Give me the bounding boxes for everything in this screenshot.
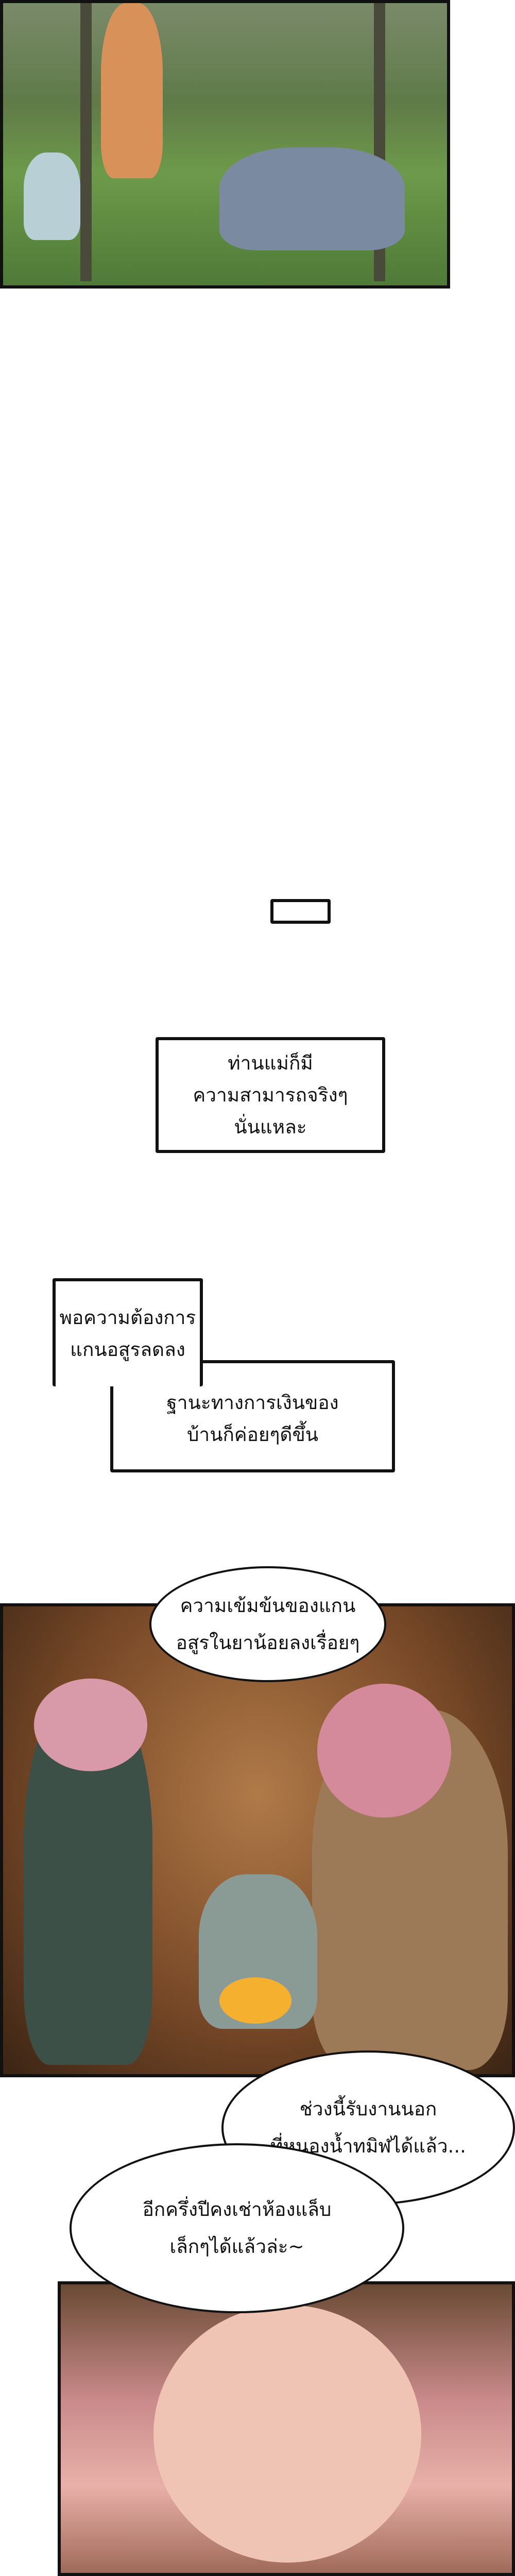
- playground-swing-panel: [0, 0, 450, 289]
- speech-bubble-concentration: ความเข้มข้นของแกน อสูรในยาน้อยลงเรื่อยๆ: [149, 1566, 386, 1682]
- caption-line: แกนอสูรลดลง: [70, 1338, 185, 1361]
- fallen-child-figure: [219, 147, 405, 250]
- caption-line: ความสามารถจริงๆ: [193, 1083, 348, 1106]
- caption-line: พอความต้องการ: [59, 1307, 196, 1329]
- speech-line: ช่วงนี้รับงานนอก: [299, 2098, 437, 2120]
- kitchen-panel: [0, 1603, 515, 2077]
- mother-closeup-panel: [58, 2281, 515, 2576]
- boy-hair: [34, 1679, 147, 1771]
- caption-line: บ้านก็ค่อยๆดีขึ้น: [186, 1423, 319, 1446]
- caption-line: นั่นแหละ: [234, 1115, 307, 1138]
- child-figure: [101, 3, 163, 178]
- speech-bubble-rent-lab: อีกครึ่งปีคงเช่าห้องแล็บ เล็กๆได้แล้วล่ะ…: [70, 2143, 404, 2313]
- caption-line: ท่านแม่ก็มี: [228, 1052, 313, 1074]
- caption-mother-ability: ท่านแม่ก็มี ความสามารถจริงๆ นั่นแหละ: [156, 1037, 385, 1153]
- mother-hair: [317, 1684, 451, 1818]
- caption-demand-down: พอความต้องการ แกนอสูรลดลง: [53, 1278, 203, 1386]
- speech-line: เล็กๆได้แล้วล่ะ~: [169, 2235, 304, 2258]
- slime-figure: [24, 152, 80, 240]
- swing-frame: [80, 3, 92, 281]
- speech-line: อีกครึ่งปีคงเช่าห้องแล็บ: [142, 2198, 332, 2221]
- caption-line: ฐานะทางการเงินของ: [166, 1392, 339, 1414]
- mother-face: [153, 2305, 421, 2563]
- speech-line: อสูรในยาน้อยลงเรื่อยๆ: [176, 1631, 360, 1654]
- caption-finances-up: ฐานะทางการเงินของ บ้านก็ค่อยๆดีขึ้น: [110, 1360, 395, 1472]
- stove-fire: [219, 1977, 291, 2024]
- speech-line: ความเข้มข้นของแกน: [180, 1594, 356, 1617]
- empty-caption-box: [270, 899, 331, 924]
